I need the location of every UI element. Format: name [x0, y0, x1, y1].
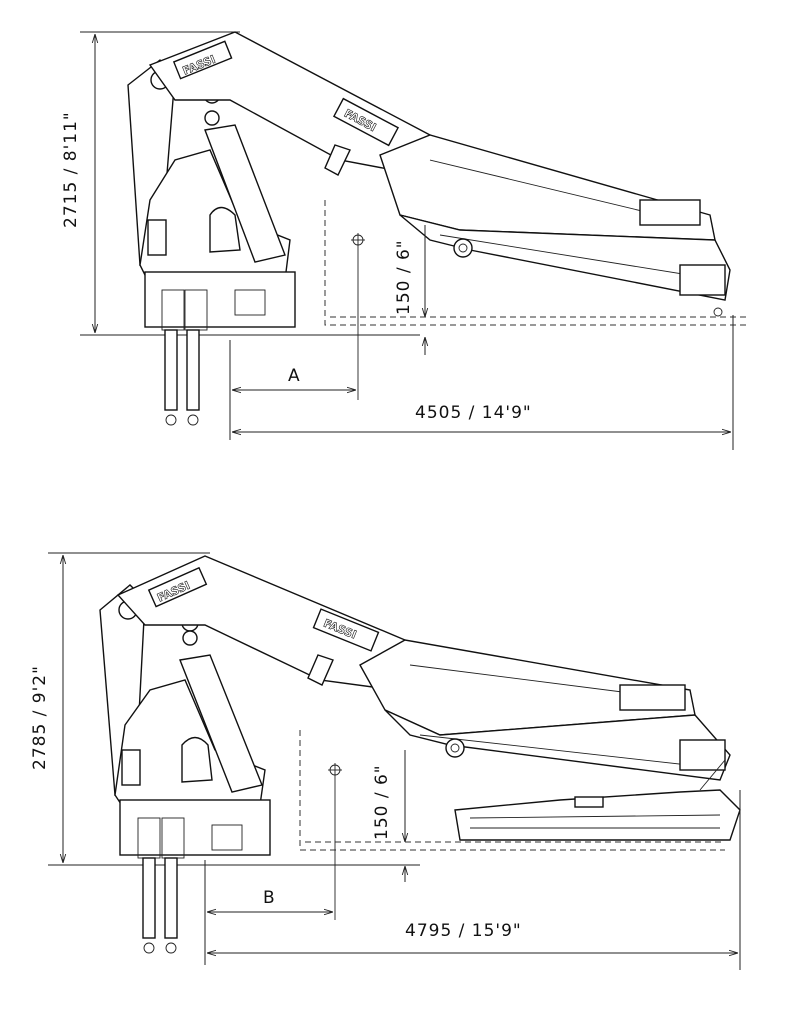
bottom-b-dimension: B — [204, 860, 333, 965]
bottom-crane-view: 2785 / 9'2" FASSI FASSI — [30, 552, 741, 970]
bottom-clearance-label: 150 / 6" — [372, 764, 392, 840]
bottom-load-area-outline — [299, 730, 725, 851]
bottom-jib-folded — [454, 759, 741, 841]
bottom-main-boom: FASSI FASSI — [116, 555, 406, 691]
bottom-b-label: B — [263, 888, 276, 908]
bottom-reach-dimension: 4795 / 15'9" — [207, 790, 741, 970]
bottom-clearance-dimension: 150 / 6" — [372, 750, 405, 882]
bottom-height-label: 2785 / 9'2" — [30, 665, 50, 770]
top-load-area-outline — [324, 200, 750, 326]
top-clearance-dimension: 150 / 6" — [394, 225, 425, 355]
top-a-label: A — [288, 366, 301, 386]
top-crane-view: 2715 / 8'11" FASSI FASSI — [61, 31, 750, 450]
top-center-of-gravity-mark — [351, 233, 365, 400]
top-a-dimension: A — [229, 340, 356, 440]
bottom-center-of-gravity-mark — [328, 763, 342, 920]
top-height-label: 2715 / 8'11" — [61, 111, 81, 228]
bottom-height-dimension: 2785 / 9'2" — [30, 552, 420, 866]
bottom-extension-boom — [359, 639, 731, 781]
top-reach-label: 4505 / 14'9" — [415, 403, 532, 423]
top-reach-dimension: 4505 / 14'9" — [232, 315, 734, 450]
top-crane-body — [127, 59, 296, 426]
top-clearance-label: 150 / 6" — [394, 239, 414, 315]
bottom-reach-label: 4795 / 15'9" — [405, 921, 522, 941]
top-extension-boom — [379, 134, 731, 317]
top-height-dimension: 2715 / 8'11" — [61, 31, 420, 336]
top-main-boom: FASSI FASSI — [148, 31, 431, 176]
